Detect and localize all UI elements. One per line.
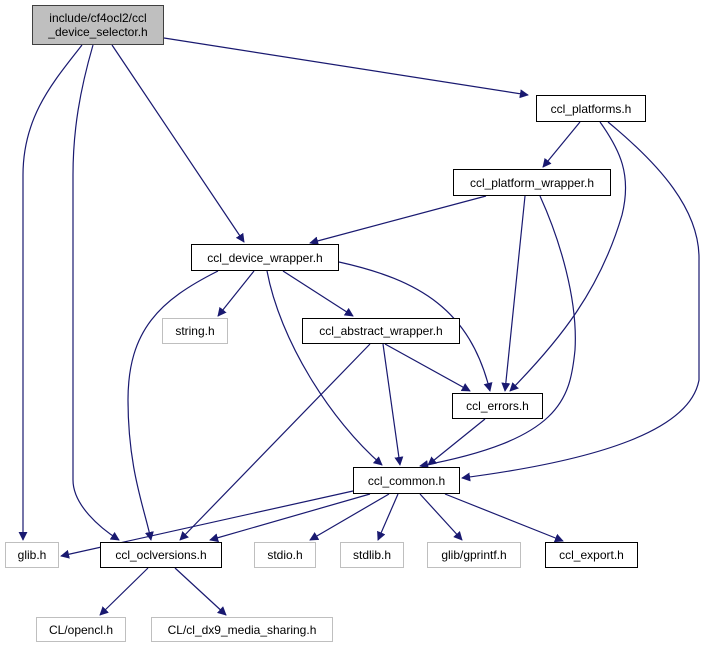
node-label: ccl_platforms.h bbox=[550, 101, 632, 116]
edge-common-to-oclversions bbox=[209, 493, 371, 543]
node-device-wrapper[interactable]: ccl_device_wrapper.h bbox=[191, 244, 339, 271]
node-label: string.h bbox=[175, 324, 215, 338]
node-label: ccl_device_wrapper.h bbox=[207, 250, 323, 265]
node-gprintf: glib/gprintf.h bbox=[427, 542, 521, 568]
node-root: include/cf4ocl2/ccl _device_selector.h bbox=[32, 5, 164, 45]
edge-platform-wrapper-to-errors bbox=[501, 195, 526, 392]
node-label: CL/opencl.h bbox=[48, 622, 114, 637]
edge-platform-wrapper-to-common bbox=[419, 195, 576, 469]
node-platform-wrapper[interactable]: ccl_platform_wrapper.h bbox=[453, 169, 611, 196]
edge-common-to-gprintf bbox=[419, 493, 463, 541]
node-label: stdio.h bbox=[267, 548, 303, 562]
edge-oclversions-to-opencl bbox=[99, 567, 149, 616]
edge-root-to-oclversions bbox=[72, 44, 120, 541]
node-common[interactable]: ccl_common.h bbox=[353, 467, 460, 494]
edge-root-to-platforms bbox=[163, 37, 529, 99]
node-label: ccl_errors.h bbox=[466, 399, 529, 413]
edge-abstract-wrapper-to-errors bbox=[384, 343, 471, 392]
edge-platforms-to-errors bbox=[509, 121, 627, 392]
node-label: ccl_platform_wrapper.h bbox=[469, 175, 595, 190]
edge-common-to-stdlib bbox=[377, 493, 399, 541]
node-label: ccl_oclversions.h bbox=[115, 548, 207, 562]
node-glib: glib.h bbox=[5, 542, 59, 568]
edge-abstract-wrapper-to-common bbox=[382, 343, 404, 466]
edge-device-wrapper-to-errors bbox=[338, 261, 493, 392]
node-abstract-wrapper[interactable]: ccl_abstract_wrapper.h bbox=[302, 318, 460, 344]
edge-device-wrapper-to-abstract-wrapper bbox=[282, 270, 354, 317]
edge-platforms-to-platform-wrapper bbox=[542, 121, 581, 168]
node-oclversions[interactable]: ccl_oclversions.h bbox=[100, 542, 222, 568]
edge-abstract-wrapper-to-oclversions bbox=[179, 343, 371, 541]
edge-root-to-device-wrapper bbox=[111, 44, 245, 243]
node-label: ccl_abstract_wrapper.h bbox=[319, 324, 443, 338]
node-errors[interactable]: ccl_errors.h bbox=[452, 393, 543, 419]
node-label: CL/cl_dx9_media_sharing.h bbox=[167, 622, 317, 637]
node-label: ccl_common.h bbox=[367, 473, 446, 488]
node-label: include/cf4ocl2/ccl _device_selector.h bbox=[48, 11, 148, 39]
edge-device-wrapper-to-common bbox=[266, 270, 383, 466]
edge-platform-wrapper-to-device-wrapper bbox=[309, 195, 487, 246]
node-stdio: stdio.h bbox=[254, 542, 316, 568]
edge-errors-to-common bbox=[427, 418, 486, 466]
node-label: stdlib.h bbox=[352, 548, 392, 562]
edge-common-to-export bbox=[444, 493, 564, 543]
node-stdlib: stdlib.h bbox=[340, 542, 404, 568]
node-platforms[interactable]: ccl_platforms.h bbox=[536, 95, 646, 122]
node-string: string.h bbox=[162, 318, 228, 344]
node-export[interactable]: ccl_export.h bbox=[545, 542, 638, 568]
node-dx9: CL/cl_dx9_media_sharing.h bbox=[151, 617, 333, 642]
edge-device-wrapper-to-oclversions bbox=[127, 270, 219, 541]
edge-platforms-to-common bbox=[461, 121, 700, 482]
node-label: glib.h bbox=[17, 548, 47, 562]
edge-root-to-glib bbox=[18, 44, 83, 541]
node-label: glib/gprintf.h bbox=[441, 548, 507, 562]
node-label: ccl_export.h bbox=[559, 548, 624, 562]
edge-common-to-stdio bbox=[309, 493, 390, 541]
edge-oclversions-to-dx9 bbox=[174, 567, 227, 616]
node-opencl: CL/opencl.h bbox=[36, 617, 126, 642]
edge-device-wrapper-to-string bbox=[217, 270, 255, 317]
